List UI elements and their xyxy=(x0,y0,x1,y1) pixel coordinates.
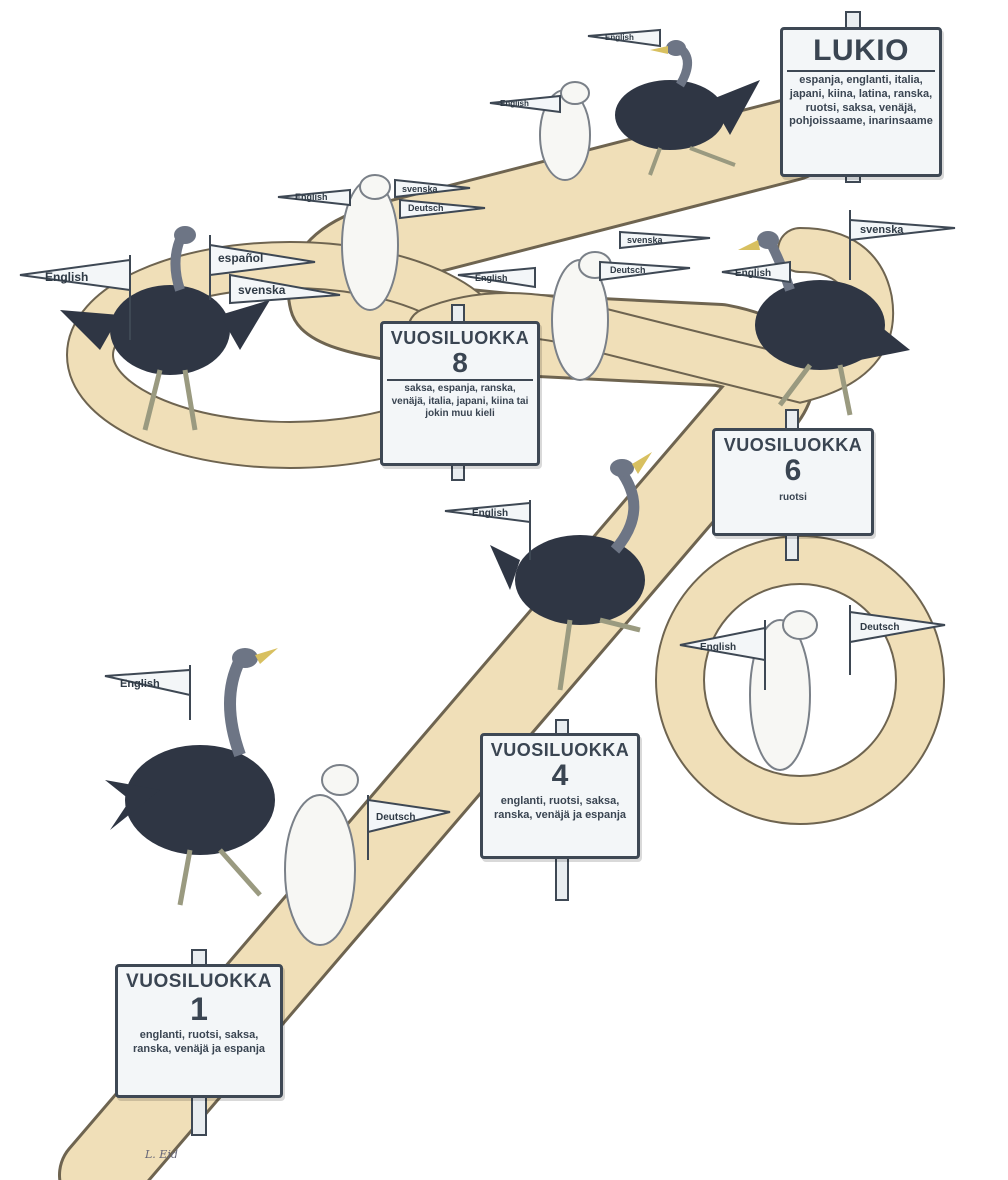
flag-svenska-8b-text: svenska xyxy=(402,184,439,194)
sign-lukio-langs: espanja, englanti, italia, japani, kiina… xyxy=(789,74,933,128)
ferret-lukio xyxy=(539,81,591,181)
flag-english-lukio: English xyxy=(489,94,561,114)
flag-english-4b-text: English xyxy=(700,642,736,653)
sign-grade6-number: 6 xyxy=(784,454,802,487)
sign-grade4-langs: englanti, ruotsi, saksa, ranska, venäjä … xyxy=(493,795,627,821)
flag-svenska-6b-text: svenska xyxy=(860,224,904,236)
sign-grade1-title: VUOSILUOKKA xyxy=(126,971,272,992)
ostrich-grade6 xyxy=(738,231,910,416)
flag-deutsch-1: Deutsch xyxy=(367,795,451,860)
flag-svenska-6: svenska xyxy=(619,230,711,250)
sign-grade8: VUOSILUOKKA 8 saksa, espanja, ranska, ve… xyxy=(380,321,540,466)
flag-english-1: English xyxy=(104,665,191,720)
flag-svenska-6b: svenska xyxy=(849,210,956,280)
flag-deutsch-4-text: Deutsch xyxy=(860,622,899,633)
sign-grade1-number: 1 xyxy=(190,991,208,1027)
sign-grade4: VUOSILUOKKA 4 englanti, ruotsi, saksa, r… xyxy=(480,733,640,859)
sign-lukio: LUKIO espanja, englanti, italia, japani,… xyxy=(780,27,942,177)
flag-svenska-6-text: svenska xyxy=(627,235,664,245)
flag-english-6b-text: English xyxy=(735,268,771,279)
flag-english-lukio-text: English xyxy=(500,99,529,108)
flag-svenska-8-text: svenska xyxy=(238,283,286,297)
winding-path xyxy=(58,98,945,1180)
flag-deutsch-8b-text: Deutsch xyxy=(408,203,444,213)
flag-english-8-text: English xyxy=(45,270,88,284)
sign-grade4-number: 4 xyxy=(551,759,569,792)
flag-espanol-8: español xyxy=(209,235,316,300)
flags: English Deutsch English English Deutsch … xyxy=(19,28,956,860)
ostrich-lukio xyxy=(615,40,760,176)
flag-english-4-text: English xyxy=(472,508,508,519)
sign-grade1-langs: englanti, ruotsi, saksa, ranska, venäjä … xyxy=(132,1029,266,1055)
flag-deutsch-6-text: Deutsch xyxy=(610,265,646,275)
ostrich-grade1 xyxy=(105,648,278,906)
flag-english-lukio2-text: English xyxy=(605,33,634,42)
flag-english-8: English xyxy=(19,255,131,340)
ferret-grade1 xyxy=(284,764,359,946)
ferret-grade8 xyxy=(341,174,399,311)
flag-deutsch-1-text: Deutsch xyxy=(376,812,415,823)
ostrich-grade8 xyxy=(60,226,270,431)
sign-grade6-title: VUOSILUOKKA xyxy=(723,435,863,455)
path-loop-right-surface xyxy=(657,537,943,823)
flag-english-8b-text: English xyxy=(295,192,328,202)
flag-english-6b: English xyxy=(721,260,791,284)
sign-lukio-title: LUKIO xyxy=(813,34,909,67)
flag-deutsch-6: Deutsch xyxy=(599,260,691,282)
flag-english-4b: English xyxy=(679,620,766,690)
sign-grade8-number: 8 xyxy=(452,347,468,378)
flag-english-1-text: English xyxy=(120,678,160,690)
flag-english-lukio2: English xyxy=(587,28,661,48)
artist-signature: L. Eid xyxy=(145,1148,178,1161)
flag-deutsch-4: Deutsch xyxy=(849,605,946,675)
flag-svenska-8b: svenska xyxy=(394,178,471,199)
sign-grade8-langs: saksa, espanja, ranska, venäjä, italia, … xyxy=(391,383,529,419)
sign-grade4-title: VUOSILUOKKA xyxy=(490,740,630,760)
flag-svenska-8: svenska xyxy=(229,273,341,305)
sign-grade1: VUOSILUOKKA 1 englanti, ruotsi, saksa, r… xyxy=(115,964,283,1098)
sign-grade8-divider xyxy=(387,379,533,381)
flag-espanol-8-text: español xyxy=(218,251,263,265)
sign-grade6-langs: ruotsi xyxy=(779,492,807,503)
flag-english-8b: English xyxy=(277,188,351,207)
flag-deutsch-8b: Deutsch xyxy=(399,198,486,220)
sign-lukio-divider xyxy=(787,70,935,72)
sign-grade6: VUOSILUOKKA 6 ruotsi xyxy=(712,428,874,536)
ostrich-grade4 xyxy=(490,452,652,691)
sign-grade8-title: VUOSILUOKKA xyxy=(390,328,530,348)
flag-english-6-text: English xyxy=(475,273,508,283)
flag-english-4: English xyxy=(444,500,531,560)
flag-english-6: English xyxy=(457,266,536,289)
